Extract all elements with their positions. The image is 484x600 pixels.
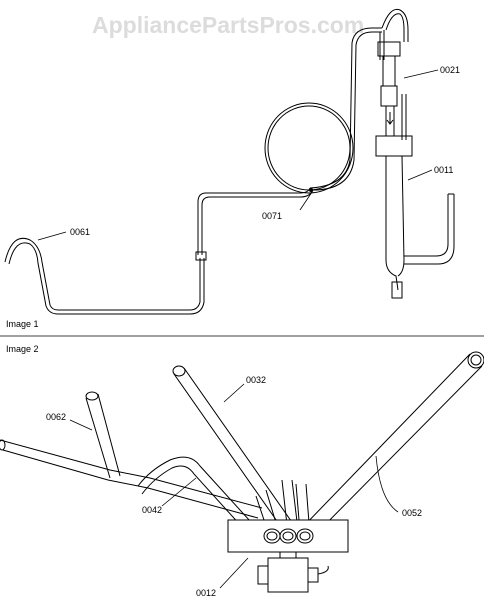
leader-0021 [403,69,439,79]
label-0071: 0071 [262,211,282,221]
pipe-0052 [295,351,484,541]
leader-0032 [223,383,245,403]
image1-drawing [4,8,455,315]
pipe-0042 [137,456,281,539]
label-0042: 0042 [142,505,162,515]
image2-drawing [0,351,484,593]
leader-0012 [219,557,249,589]
watermark-text: AppliancePartsPros.com [92,12,364,38]
label-0021: 0021 [440,65,460,75]
image1-title: Image 1 [6,319,39,329]
label-0032: 0032 [246,375,266,385]
long-horizontal-pipe [0,439,263,519]
valve-assembly [377,41,407,140]
leader-0011 [407,169,433,181]
pipe-0032 [172,365,299,535]
leader-0062 [69,419,93,431]
leader-0042 [161,477,197,507]
capillary-tube [4,27,382,315]
label-0011: 0011 [434,165,453,175]
leader-0071 [299,191,313,211]
leader-0061 [37,231,67,241]
valve-block [227,519,349,593]
capillary-coil [264,102,354,194]
leader-0052 [375,455,399,513]
pipe-0062 [85,391,121,479]
label-0012: 0012 [196,588,216,598]
label-0052: 0052 [402,508,422,518]
accumulator [375,135,455,299]
image2-title: Image 2 [6,344,39,354]
label-0061: 0061 [70,227,90,237]
label-0062: 0062 [46,412,66,422]
